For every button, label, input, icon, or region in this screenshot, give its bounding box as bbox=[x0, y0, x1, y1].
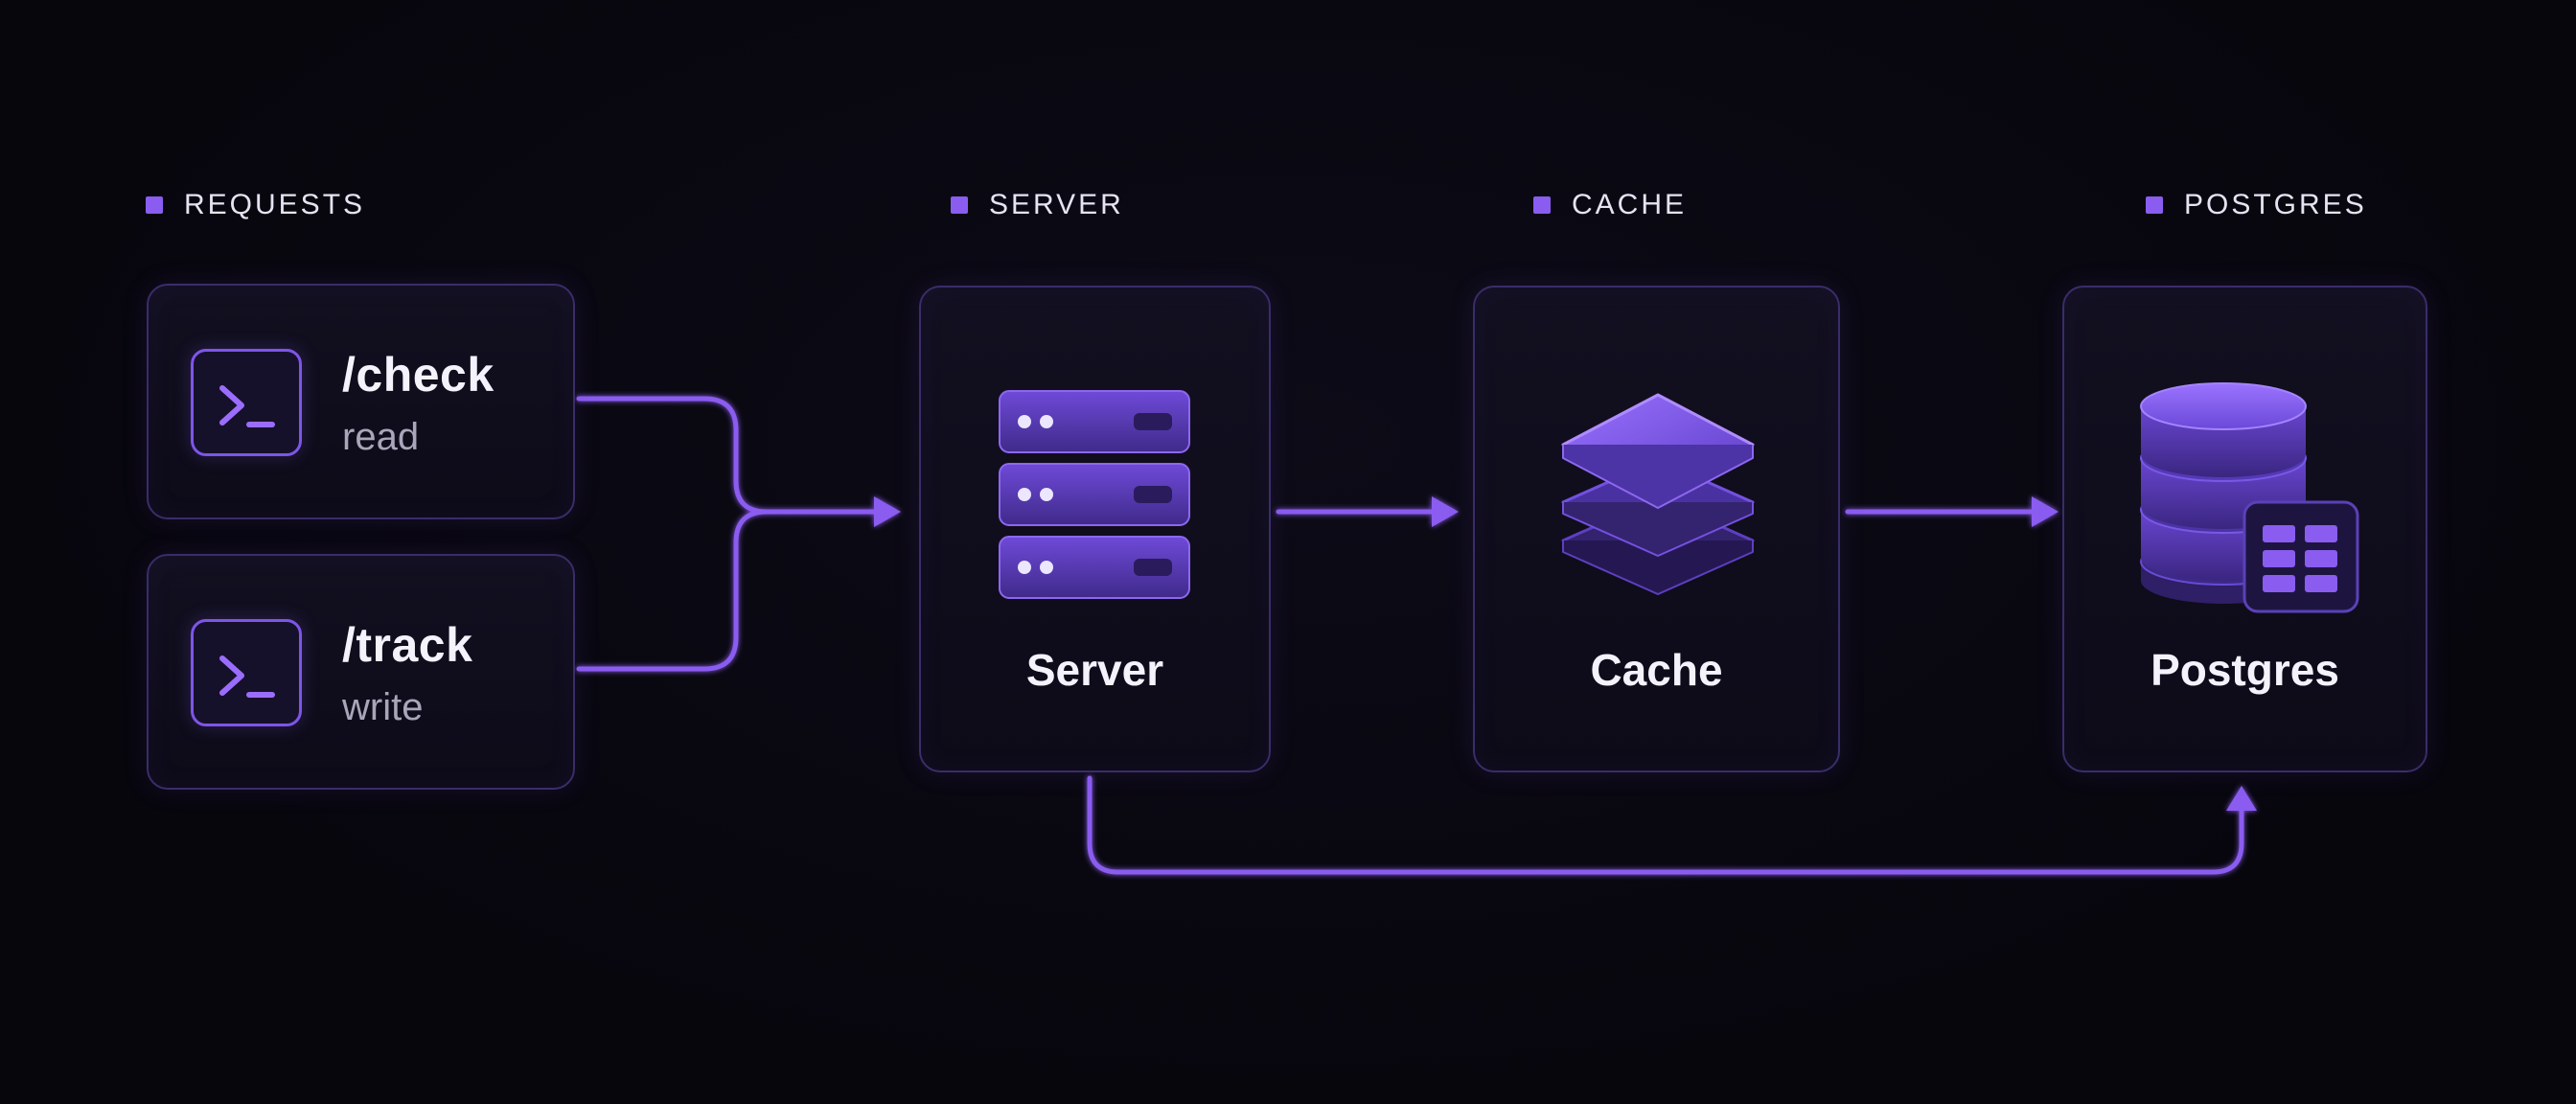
request-path: /track bbox=[342, 618, 473, 672]
column-label-requests: REQUESTS bbox=[146, 188, 365, 222]
request-card-track[interactable]: /track write bbox=[147, 554, 575, 790]
column-label-server: SERVER bbox=[951, 188, 1124, 222]
node-title: Cache bbox=[1590, 645, 1723, 695]
arrowhead-up-to-postgres bbox=[2226, 786, 2257, 811]
edge-track-to-server bbox=[576, 509, 770, 672]
request-path: /check bbox=[342, 348, 494, 402]
node-title: Server bbox=[1025, 645, 1164, 695]
server-rack-icon bbox=[999, 390, 1190, 599]
arrowhead-to-cache bbox=[1432, 496, 1459, 527]
request-mode: write bbox=[342, 686, 424, 728]
column-label-text: REQUESTS bbox=[184, 189, 366, 220]
terminal-icon bbox=[191, 619, 302, 726]
cache-node[interactable]: Cache bbox=[1473, 286, 1840, 772]
terminal-icon bbox=[191, 349, 302, 456]
layers-icon bbox=[1561, 393, 1755, 595]
square-bullet-icon bbox=[2146, 196, 2163, 214]
square-bullet-icon bbox=[146, 196, 163, 214]
square-bullet-icon bbox=[951, 196, 968, 214]
arrowhead-to-postgres bbox=[2032, 496, 2058, 527]
square-bullet-icon bbox=[1533, 196, 1551, 214]
column-label-cache: CACHE bbox=[1533, 188, 1687, 222]
request-card-check[interactable]: /check read bbox=[147, 284, 575, 519]
edge-server-to-postgres bbox=[1087, 775, 2244, 875]
column-label-text: SERVER bbox=[989, 189, 1124, 220]
column-label-text: CACHE bbox=[1572, 189, 1688, 220]
column-label-text: POSTGRES bbox=[2184, 189, 2367, 220]
server-node[interactable]: Server bbox=[919, 286, 1271, 772]
edge-check-to-server bbox=[576, 396, 877, 515]
request-mode: read bbox=[342, 416, 420, 458]
column-label-postgres: POSTGRES bbox=[2146, 188, 2367, 222]
arrowhead-to-server bbox=[874, 496, 901, 527]
node-title: Postgres bbox=[2150, 645, 2339, 695]
database-table-icon bbox=[2140, 382, 2359, 613]
postgres-node[interactable]: Postgres bbox=[2062, 286, 2427, 772]
